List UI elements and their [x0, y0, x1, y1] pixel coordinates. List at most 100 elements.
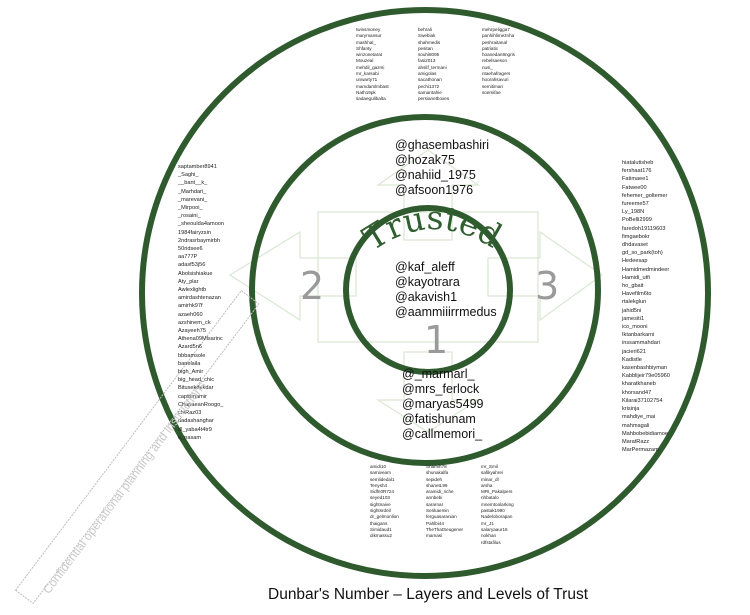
list-item: e_nasam	[178, 434, 202, 441]
list-item: fehemer_goltemer	[622, 192, 668, 199]
list-item: @mrs_ferlock	[402, 382, 480, 396]
list-item: banelaila	[178, 360, 201, 367]
list-item: hiatalutisheb	[622, 160, 654, 166]
list-item: Sidfn0R724	[370, 489, 395, 495]
list-item: ico_mooni	[622, 324, 648, 331]
list-item: nokhan	[481, 533, 497, 539]
list-item: jamesiti1	[622, 315, 645, 322]
list-item: ferguasaranian	[426, 514, 457, 520]
list-item: Bitusekdekdar	[178, 385, 214, 392]
list-item: Awlexlightb	[178, 287, 207, 294]
list-item: dikmassu2	[370, 533, 392, 539]
list-item: Aty_plar	[178, 278, 199, 285]
list-item: Mahbobebidiamoe	[622, 430, 669, 437]
list-item: hoorahsavuri	[482, 77, 509, 83]
list-item: Ly_198N	[622, 209, 645, 216]
list-item: Kabblijeir79e05960	[622, 373, 670, 380]
list-item: behrali	[418, 27, 432, 32]
list-item: rtalekglun	[622, 299, 647, 306]
list-item: mehdil_gazmi	[356, 64, 385, 70]
list-item: amirdashtenazan	[178, 295, 221, 302]
list-item: __bant__k_	[178, 180, 208, 187]
list-item: _sheoulda4amoon	[178, 221, 225, 228]
list-item: TheThatSeugener	[426, 526, 464, 532]
list-item: MarPermazam	[622, 447, 659, 454]
list-item: samiveam	[370, 470, 391, 476]
list-item: aramidi_riche	[426, 489, 454, 495]
list-item: fershaat176	[622, 168, 652, 175]
list-item: sacathonan	[418, 77, 442, 83]
list-item: bigh_Amir	[178, 369, 204, 376]
layer-number-1: 1	[424, 318, 449, 362]
list-item: annbebi	[426, 495, 443, 501]
list-item: shanetL99	[426, 482, 448, 488]
list-item: @ghasembashiri	[395, 138, 489, 152]
list-item: Mouzeal	[356, 58, 374, 64]
list-item: PoBelli2999	[622, 217, 652, 224]
list-item: nusi_	[482, 64, 493, 70]
list-item: dadashanghar	[178, 418, 214, 425]
ring1-bottom-list: @_marmarl_ @mrs_ferlock @maryas5499 @fat…	[402, 367, 483, 442]
list-item: Abolsishiakue	[178, 270, 213, 277]
list-item: soemifae	[482, 89, 501, 95]
list-item: Hamidmedmindeer	[622, 266, 670, 273]
list-item: safikyahrei	[481, 470, 503, 476]
list-item: sadaegulibalta	[356, 96, 386, 102]
list-item: ahsilf_termani	[418, 64, 447, 70]
list-item: winzonetarat	[356, 52, 383, 58]
list-item: Fatwee00	[622, 184, 647, 191]
list-item: Iktanbarkarni	[622, 332, 655, 339]
list-item: @afsoon1976	[395, 183, 474, 197]
list-item: sightsrdeil	[370, 508, 391, 514]
list-item: salaryaaur16	[481, 526, 508, 532]
list-item: Tenysh4	[370, 482, 388, 488]
list-item: semlidedal1	[370, 476, 395, 482]
list-item: jacieri621	[622, 348, 646, 355]
list-item: adasf53j56	[178, 262, 206, 269]
outer-ring	[139, 7, 711, 579]
list-item: Azayeeh75	[178, 328, 206, 335]
list-item: thaigans	[370, 520, 388, 526]
inner-ring	[343, 205, 513, 375]
list-item: souhi8095	[418, 52, 440, 58]
list-item: @nahiid_1975	[395, 168, 476, 182]
list-item: shunakalfa	[426, 470, 449, 476]
list-item: azshinem_ck	[178, 319, 211, 326]
list-item: Hamidi_utfi	[622, 274, 650, 281]
list-item: Azard5n6	[178, 344, 202, 351]
list-item: semitimari	[482, 83, 503, 89]
list-item: MaratRazz	[622, 438, 650, 445]
list-item: Pahlbi44	[426, 520, 444, 526]
list-item: kasenbashbiyman	[622, 365, 668, 372]
list-item: mr_J1	[481, 520, 494, 526]
list-item: big_head_chic	[178, 377, 215, 384]
list-item: mahdiye_mai	[622, 414, 656, 421]
list-item: Havefilm6to	[622, 291, 652, 298]
list-item: unwarty71	[356, 77, 378, 83]
list-item: Kilarai37102754	[622, 397, 663, 404]
list-item: peshraitanal	[482, 39, 508, 45]
list-item: rdfstafilus	[481, 539, 501, 545]
list-item: _Marhdari_	[178, 188, 207, 195]
list-item: panhihlimeznha	[482, 33, 515, 39]
list-item: @fatishunam	[402, 412, 476, 426]
list-item: saptamber8941	[178, 164, 217, 170]
list-item: @callmemori_	[402, 427, 483, 441]
list-item: Shamih78	[426, 464, 447, 469]
list-item: mamasi	[426, 533, 443, 539]
trusted-label-path: Trusted	[356, 198, 509, 258]
list-item: mahmagali	[622, 422, 650, 429]
list-item: rebelsaeson	[482, 58, 508, 64]
list-item: twinsmoney	[356, 27, 381, 32]
background-arrows	[228, 149, 604, 433]
arrow-left-shape	[228, 230, 357, 322]
list-item: fasi2013	[418, 58, 436, 64]
list-item: fureeme57	[622, 201, 649, 208]
